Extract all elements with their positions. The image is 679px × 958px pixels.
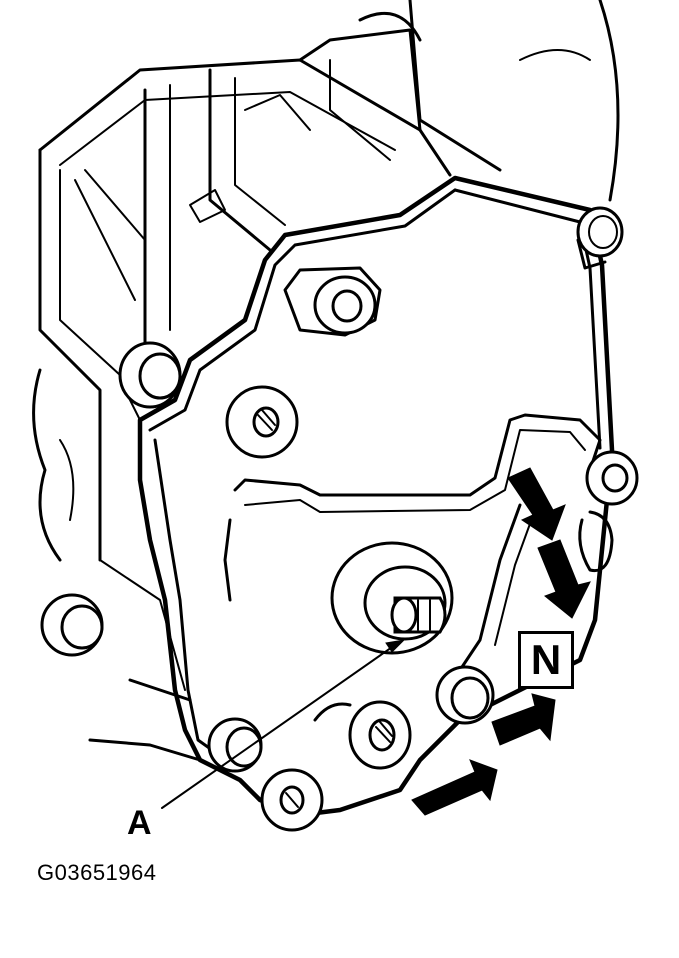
callout-box-n: N: [518, 631, 574, 689]
direction-arrows-upper: [507, 467, 591, 619]
housing-background-ribs: [32, 0, 620, 562]
boss-upper-center: [313, 275, 377, 335]
callout-label-a: A: [127, 804, 152, 842]
bolt-bottom-center: [435, 665, 495, 725]
bolt-left-lower: [40, 593, 104, 657]
inner-panel: [223, 266, 602, 672]
boss-bottom: [260, 768, 324, 832]
callout-a-leader: [161, 639, 406, 809]
boss-bottom-center: [313, 700, 412, 770]
bolt-left-middle: [118, 341, 182, 409]
boss-center: [225, 385, 299, 459]
bolt-top-right: [576, 206, 624, 270]
bolt-bottom-left: [207, 717, 263, 773]
direction-arrows-lower: [411, 693, 556, 816]
callout-label-n: N: [530, 636, 562, 683]
shift-shaft-a: [390, 596, 447, 634]
figure-id: G03651964: [37, 860, 157, 885]
bolt-right-middle: [578, 450, 639, 573]
